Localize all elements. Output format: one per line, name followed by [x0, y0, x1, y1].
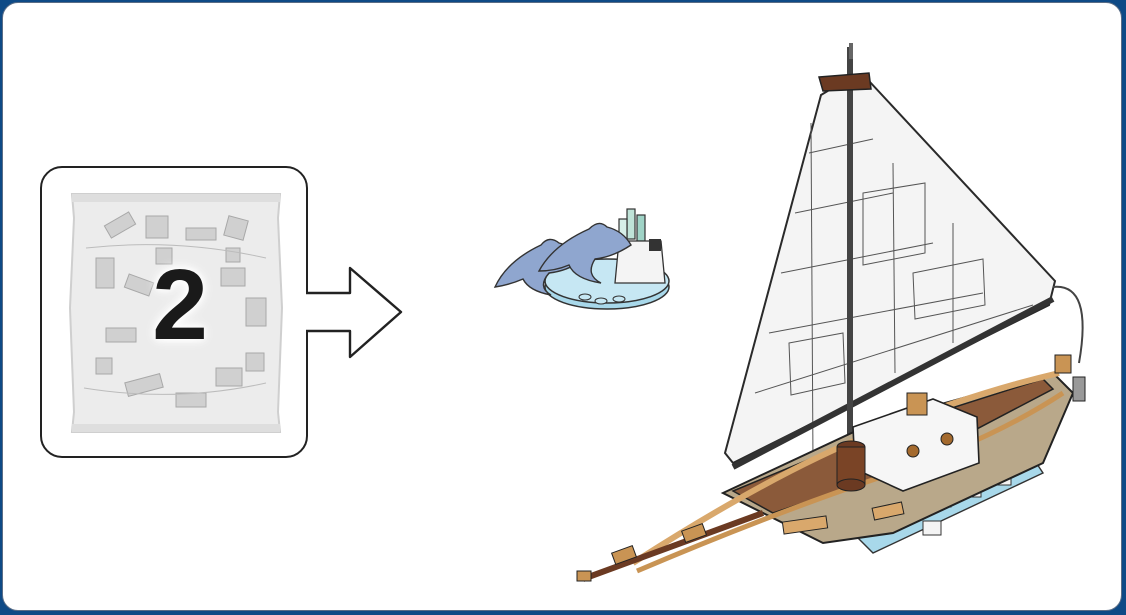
right-arrow-icon [306, 265, 406, 360]
parts-bag-callout: 2 [40, 166, 308, 458]
bag-number: 2 [144, 250, 216, 360]
sailboat-model-icon [573, 43, 1093, 583]
